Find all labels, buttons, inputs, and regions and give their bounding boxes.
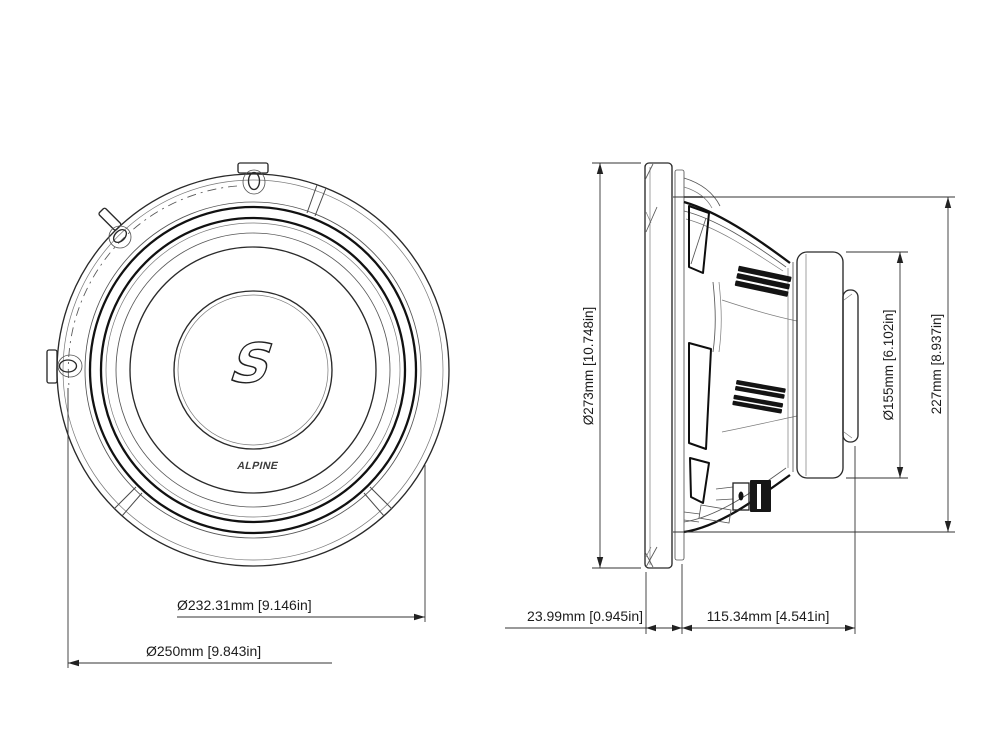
basket-windows	[688, 205, 712, 504]
arrowhead	[596, 557, 604, 568]
magnet-assembly	[796, 251, 859, 479]
basket-window-lower	[689, 457, 710, 504]
dim-flange-depth-label: 23.99mm [0.945in]	[527, 608, 643, 624]
arrowhead	[646, 624, 656, 632]
ring-dustcap-inner	[177, 294, 329, 446]
arrowhead	[682, 624, 692, 632]
dim-flange-diameter-label: Ø273mm [10.748in]	[581, 307, 596, 426]
screw-tab-top	[237, 162, 269, 195]
mounting-flange	[644, 162, 673, 569]
dim-mounting-depth-label: 115.34mm [4.541in]	[707, 608, 830, 624]
dim-flange-diameter: Ø273mm [10.748in]	[581, 162, 641, 569]
dim-magnet-diameter-label: Ø155mm [6.102in]	[881, 309, 896, 420]
vent-slots-upper	[734, 265, 792, 297]
flange-back-plate	[674, 169, 685, 561]
screw-tab-left	[46, 349, 83, 384]
arrowhead	[845, 624, 855, 632]
arrowhead	[672, 624, 682, 632]
screw-tab-upper-left	[98, 207, 132, 249]
alpine-logo: ALPINE	[236, 460, 280, 472]
dim-flange-depth: 23.99mm [0.945in]	[505, 564, 683, 634]
ring-surround-inner	[115, 232, 391, 508]
dim-cutout-diameter-label: Ø232.31mm [9.146in]	[177, 597, 312, 613]
dim-cutout-diameter: Ø232.31mm [9.146in]	[177, 465, 426, 622]
arrowhead	[896, 467, 904, 478]
basket-window-upper	[688, 205, 710, 274]
basket-window-middle	[688, 342, 712, 450]
ring-trim-inner	[62, 179, 444, 561]
magnet-body	[796, 251, 844, 479]
front-rings	[56, 173, 450, 567]
ring-surround-edge	[105, 222, 401, 518]
s-logo: S	[222, 333, 283, 397]
side-view: Ø273mm [10.748in] Ø155mm [6.102in] 227mm…	[505, 162, 955, 634]
arrowhead	[944, 521, 952, 532]
arrowhead	[414, 613, 425, 621]
ring-gasket-inner	[84, 201, 422, 539]
basket-profile	[683, 177, 798, 534]
alpine-logo-text: ALPINE	[236, 460, 280, 472]
arrowhead	[68, 659, 79, 667]
ring-cone-edge	[129, 246, 377, 494]
front-view: S ALPINE Ø232.31mm [9.146in] Ø250mm [9.8…	[46, 162, 450, 668]
terminal-block	[698, 480, 771, 524]
ring-surround-roll	[99, 216, 407, 524]
dim-frame-diameter-label: 227mm [8.937in]	[929, 314, 944, 415]
gasket-segment-breaks	[113, 184, 393, 517]
s-logo-text: S	[223, 333, 282, 395]
ring-hidden-dashed	[67, 185, 238, 387]
arrowhead	[896, 252, 904, 263]
dim-overall-diameter: Ø250mm [9.843in]	[67, 388, 332, 668]
basket-foot	[698, 504, 732, 524]
dim-magnet-diameter: Ø155mm [6.102in]	[846, 251, 908, 479]
arrowhead	[944, 197, 952, 208]
magnet-back-plate	[842, 289, 859, 443]
ring-surround-outer	[88, 205, 418, 535]
ring-dustcap-outer	[173, 290, 333, 450]
dim-frame-diameter: 227mm [8.937in]	[673, 196, 955, 533]
dim-overall-diameter-label: Ø250mm [9.843in]	[146, 643, 261, 659]
arrowhead	[596, 163, 604, 174]
dim-mounting-depth: 115.34mm [4.541in]	[682, 446, 856, 634]
vent-slots-lower	[732, 380, 786, 414]
